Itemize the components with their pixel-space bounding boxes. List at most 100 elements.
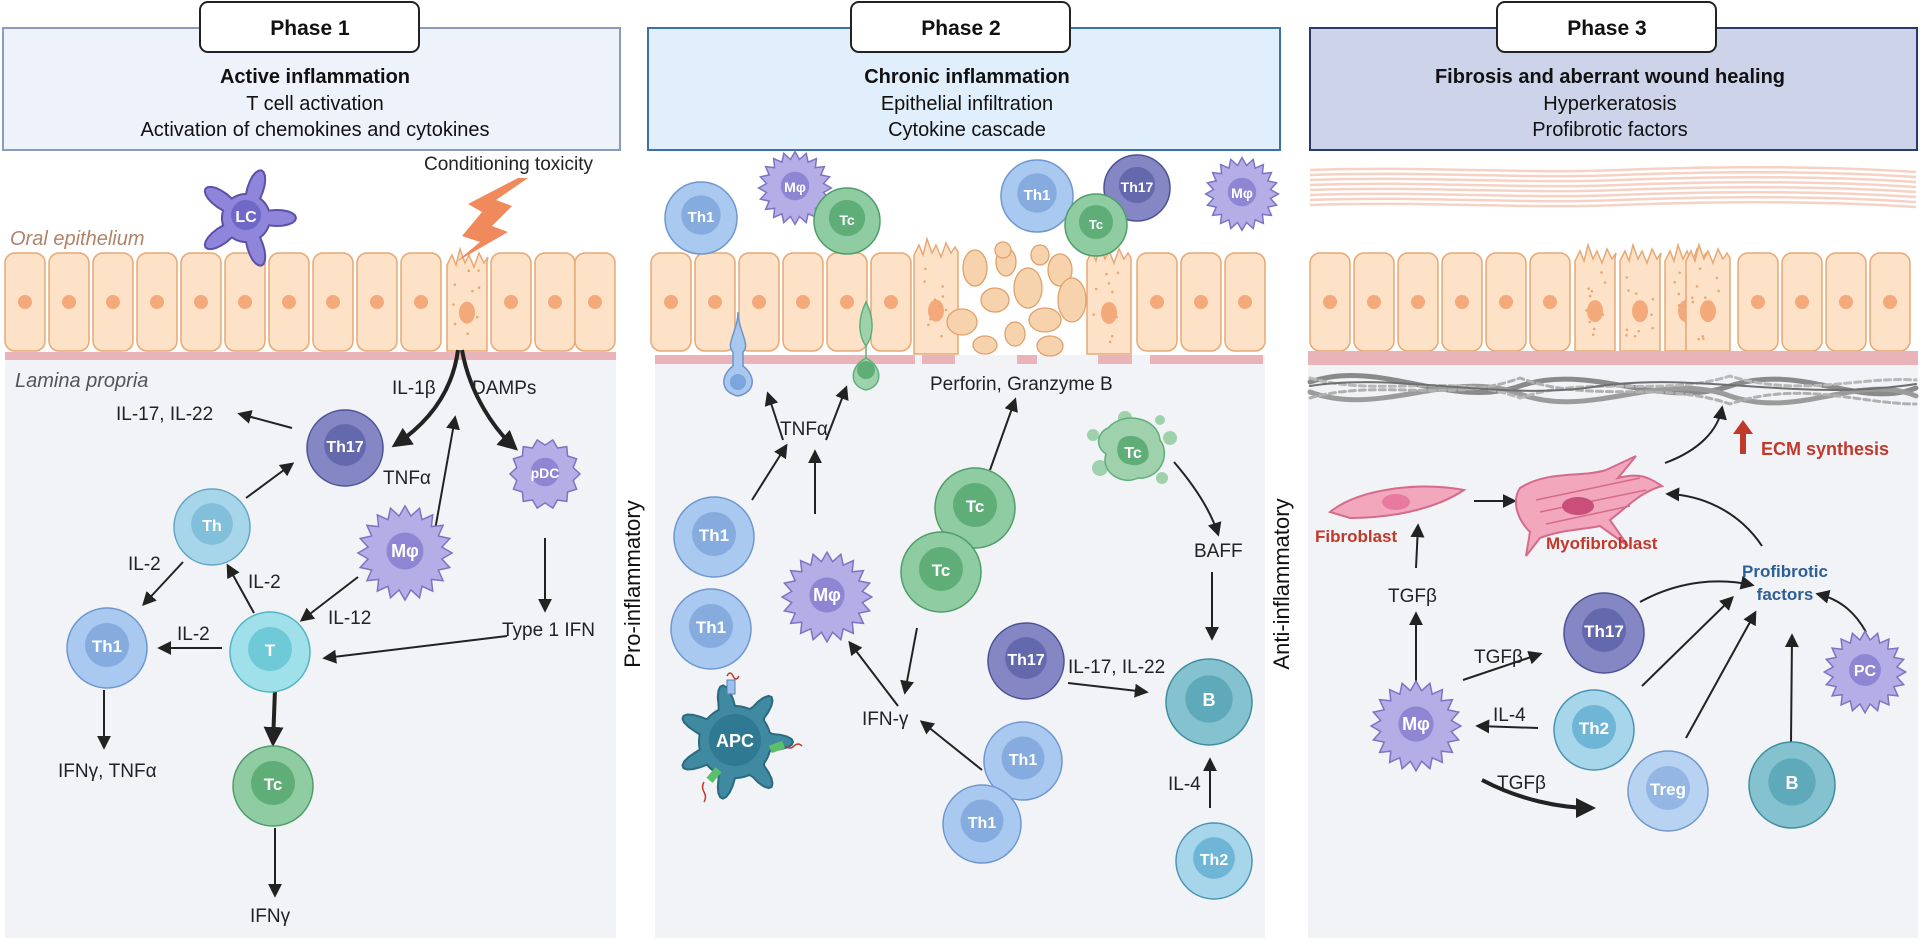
tgfb-label-a: TGFβ — [1388, 586, 1437, 607]
epithelial-cell — [1354, 253, 1394, 351]
epithelial-cell — [225, 253, 265, 351]
th1-cell: Th1 — [674, 497, 754, 577]
epithelial-cell — [401, 253, 441, 351]
tc-cell: Tc — [814, 188, 880, 254]
svg-text:Phase 1: Phase 1 — [270, 17, 350, 40]
anti-inflammatory-label: Anti-inflammatory — [1269, 498, 1294, 669]
il2-label-a: IL-2 — [128, 554, 161, 575]
il17-il22-label: IL-17, IL-22 — [116, 404, 213, 425]
phase1-line2: Activation of chemokines and cytokines — [140, 119, 489, 141]
lightning-icon — [456, 178, 528, 262]
th1-cell-label: Th1 — [1009, 752, 1038, 769]
treg-cell-label: Treg — [1650, 780, 1686, 799]
tc-cell-label: Tc — [966, 497, 985, 516]
th17-cell-label: Th17 — [326, 439, 363, 456]
th17-cell: Th17 — [307, 410, 383, 486]
ecm-synthesis-label: ECM synthesis — [1761, 439, 1889, 459]
phase2-tab: Phase 2 — [851, 2, 1070, 52]
th-cell-label: Th — [202, 518, 222, 535]
epithelial-cell — [1398, 253, 1438, 351]
phase1-line1: T cell activation — [246, 93, 383, 115]
damaged-epithelial-cell — [1575, 245, 1616, 351]
baff-label: BAFF — [1194, 541, 1243, 562]
damps-label: DAMPs — [472, 378, 536, 399]
phase3-line1: Hyperkeratosis — [1543, 93, 1676, 115]
lamina-propria-label: Lamina propria — [15, 370, 148, 392]
svg-text:LC: LC — [235, 209, 257, 226]
epithelial-cell — [5, 253, 45, 351]
macrophage-cell: Mφ — [1206, 158, 1279, 231]
macrophage-cell-label: Mφ — [391, 541, 419, 561]
conditioning-toxicity-label: Conditioning toxicity — [424, 154, 593, 175]
ifng-label: IFNγ — [250, 906, 291, 927]
epithelial-cell — [1486, 253, 1526, 351]
phase3-tab: Phase 3 — [1497, 2, 1716, 52]
epithelial-cell — [269, 253, 309, 351]
t-cell-label: T — [265, 641, 276, 660]
tnfa-label: TNFα — [383, 468, 431, 489]
perforin-granzyme-label: Perforin, Granzyme B — [930, 374, 1113, 395]
type1-ifn-label: Type 1 IFN — [502, 620, 595, 641]
damaged-epithelial-cell — [914, 239, 958, 354]
plasma-cell-label: PC — [1854, 663, 1877, 680]
epithelial-cell — [1530, 253, 1570, 351]
phase2-il17-il22-label: IL-17, IL-22 — [1068, 657, 1165, 678]
tgfb-label-b: TGFβ — [1474, 647, 1523, 668]
epithelial-cell — [313, 253, 353, 351]
phase1-title: Active inflammation — [220, 66, 410, 88]
tc-cell: Tc — [233, 746, 313, 826]
phase1-epithelium — [5, 249, 615, 351]
lc-cell: LC — [205, 170, 296, 265]
th1-cell-label: Th1 — [1024, 187, 1051, 204]
phase3-epithelium — [1310, 245, 1910, 351]
fibroblast-label: Fibroblast — [1315, 527, 1398, 546]
th17-cell-label: Th17 — [1121, 179, 1154, 195]
epithelial-cell — [181, 253, 221, 351]
epithelial-debris — [947, 242, 1086, 356]
th17-cell: Th17 — [988, 623, 1064, 699]
damaged-epithelial-cell — [447, 249, 488, 351]
profibrotic-label-1: Profibrotic — [1742, 562, 1828, 581]
th1-cell: Th1 — [67, 608, 147, 688]
epithelial-cell — [357, 253, 397, 351]
profibrotic-label-2: factors — [1757, 585, 1814, 604]
epithelial-cell — [1137, 253, 1177, 351]
epithelial-cell — [783, 253, 823, 351]
epithelial-cell — [1310, 253, 1350, 351]
damaged-epithelial-cell — [1620, 245, 1661, 351]
th17-cell: Th17 — [1564, 593, 1644, 673]
th17-cell-label: Th17 — [1584, 622, 1624, 641]
th-cell: Th — [174, 489, 250, 565]
oral-epithelium-label: Oral epithelium — [10, 228, 145, 250]
th1-cell-label: Th1 — [968, 815, 997, 832]
epithelial-cell — [1738, 253, 1778, 351]
il1b-label: IL-1β — [392, 378, 436, 399]
phase1-tab: Phase 1 — [200, 2, 419, 52]
phase2-ifng-label: IFN-γ — [862, 709, 909, 730]
svg-text:Tc: Tc — [1124, 445, 1142, 462]
myofibroblast-label: Myofibroblast — [1546, 534, 1658, 553]
th17-cell-label: Th17 — [1007, 652, 1044, 669]
tc-cell: Tc — [1065, 194, 1127, 256]
b-cell-label: B — [1786, 773, 1799, 793]
svg-text:Phase 2: Phase 2 — [921, 17, 1000, 40]
tgfb-label-c: TGFβ — [1497, 773, 1546, 794]
th2-cell-label: Th2 — [1579, 719, 1609, 738]
tc-cell: Tc — [901, 532, 981, 612]
tc-cell-label: Tc — [839, 212, 855, 228]
phase2-line2: Cytokine cascade — [888, 119, 1046, 141]
il4-label: IL-4 — [1493, 705, 1526, 726]
th1-cell: Th1 — [1001, 160, 1073, 232]
phase1-basement-membrane — [5, 352, 616, 360]
th1-cell: Th1 — [665, 182, 737, 254]
th1-cell-label: Th1 — [92, 637, 122, 656]
hyperkeratosis-layer — [1310, 167, 1916, 207]
epithelial-cell — [1870, 253, 1910, 351]
treg-cell: Treg — [1628, 751, 1708, 831]
epithelial-cell — [1826, 253, 1866, 351]
svg-text:APC: APC — [716, 731, 754, 751]
b-cell-label: B — [1203, 690, 1216, 710]
th1-cell: Th1 — [943, 785, 1021, 863]
phase3-basement-membrane — [1308, 351, 1918, 365]
